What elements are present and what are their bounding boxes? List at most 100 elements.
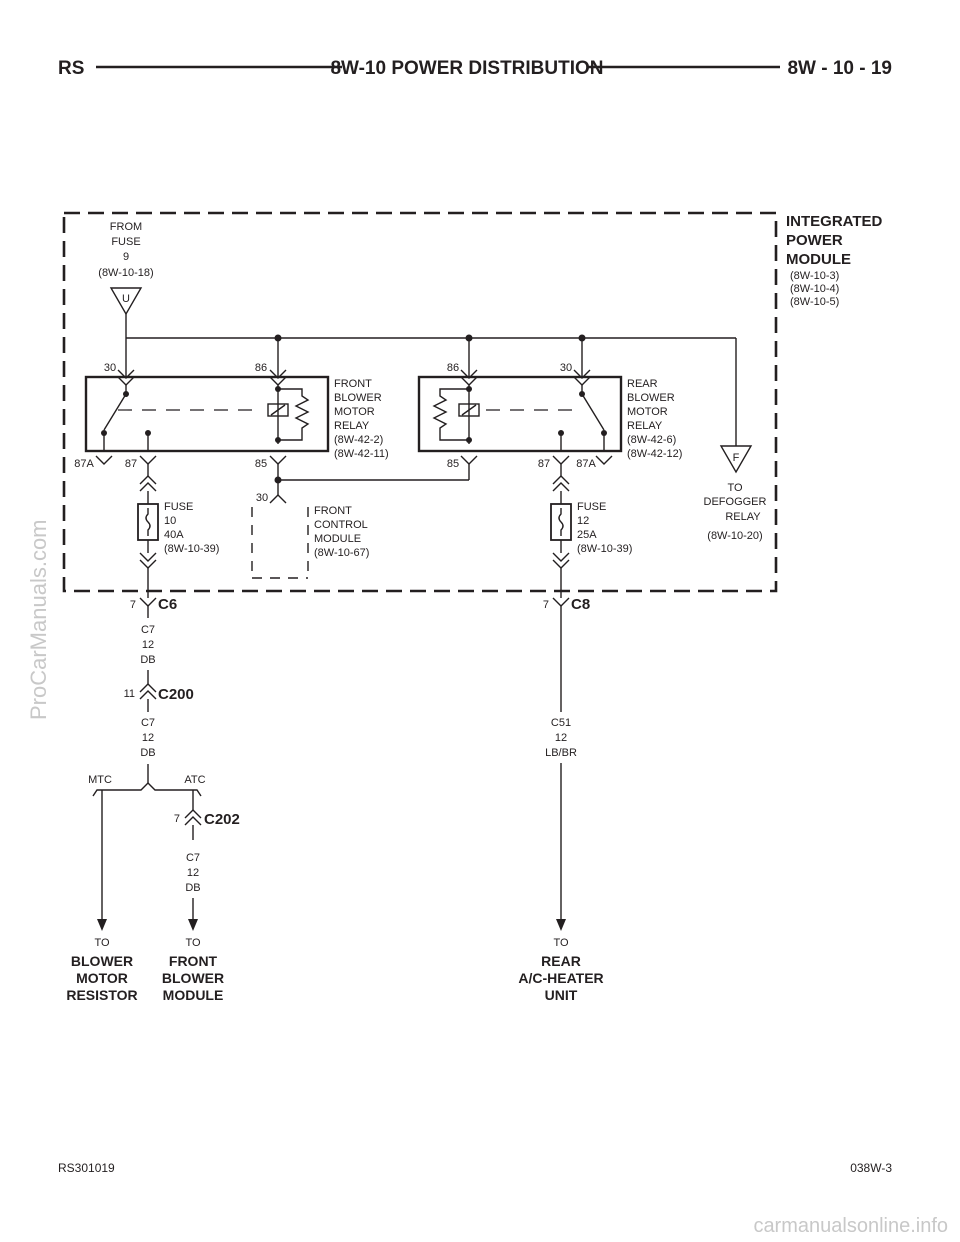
c200-connector: C200 xyxy=(158,686,194,703)
wire-atc-1: C7 xyxy=(186,852,200,864)
dest-blower-resistor-2: MOTOR xyxy=(76,970,128,986)
c200-pin: 11 xyxy=(124,688,135,700)
dest-rear-hvac-to: TO xyxy=(553,937,569,949)
c6-connector: C6 xyxy=(158,596,177,613)
side-watermark: ProCarManuals.com xyxy=(26,519,51,720)
wire-right-3: LB/BR xyxy=(545,747,577,759)
wire-left-upper-2: 12 xyxy=(142,639,154,651)
c6-terminal xyxy=(139,597,157,607)
ipm-title-1: INTEGRATED xyxy=(786,213,883,230)
fuse10-top-terminal xyxy=(139,475,157,492)
rear-relay-box xyxy=(417,375,623,453)
front-relay-internals xyxy=(101,369,310,452)
defogger-ref: (8W-10-20) xyxy=(707,530,762,542)
rear-relay-pin-85: 85 xyxy=(447,458,459,470)
c8-pin: 7 xyxy=(543,599,549,611)
c6-pin: 7 xyxy=(130,599,136,611)
page-number: 8W - 10 - 19 xyxy=(787,58,892,79)
rear-relay-internals xyxy=(432,369,607,452)
fcm-pin-terminal xyxy=(269,494,287,504)
rear-relay-label: REAR BLOWER MOTOR RELAY (8W-42-6) (8W-42… xyxy=(627,378,682,460)
ipm-boundary xyxy=(62,211,778,593)
c202-pin: 7 xyxy=(174,813,180,825)
right-arrow xyxy=(556,919,566,931)
front-relay-line-6: (8W-42-11) xyxy=(334,448,389,460)
split-mtc: MTC xyxy=(88,774,112,786)
defogger-line-1: TO xyxy=(727,482,743,494)
front-relay-label: FRONT BLOWER MOTOR RELAY (8W-42-2) (8W-4… xyxy=(334,378,389,460)
from-fuse-label: FROM FUSE 9 (8W-10-18) xyxy=(98,221,153,279)
fcm-line-1: FRONT xyxy=(314,505,352,517)
wire-left-upper-1: C7 xyxy=(141,624,155,636)
defogger-label: TO DEFOGGER RELAY (8W-10-20) xyxy=(704,482,767,542)
c202-terminal xyxy=(184,809,202,826)
fcm-label: FRONT CONTROL MODULE (8W-10-67) xyxy=(314,505,369,559)
dest-rear-hvac-3: UNIT xyxy=(545,987,578,1003)
front-relay-line-4: RELAY xyxy=(334,420,370,432)
front-relay-pin-30: 30 xyxy=(104,362,116,374)
rear-relay-line-2: BLOWER xyxy=(627,392,675,404)
rear-relay-pin-86: 86 xyxy=(447,362,459,374)
wire-label-right: C51 12 LB/BR xyxy=(545,717,577,759)
front-relay-line-2: BLOWER xyxy=(334,392,382,404)
dest-blower-resistor-1: BLOWER xyxy=(71,953,133,969)
dest-front-blower-3: MODULE xyxy=(163,987,224,1003)
dest-front-blower-to: TO xyxy=(185,937,201,949)
front-relay-pin-85: 85 xyxy=(255,458,267,470)
fuse10-ref: (8W-10-39) xyxy=(164,543,219,555)
fuse10-element xyxy=(145,508,151,536)
front-relay-pin-87: 87 xyxy=(125,458,137,470)
fuse9-connector-letter: U xyxy=(122,293,130,305)
c202-connector: C202 xyxy=(204,811,240,828)
fuse12-line-1: FUSE xyxy=(577,501,606,513)
rear-relay-line-6: (8W-42-12) xyxy=(627,448,682,460)
ipm-label: INTEGRATED POWER MODULE (8W-10-3) (8W-10… xyxy=(786,213,883,308)
bottom-watermark: carmanualsonline.info xyxy=(753,1215,948,1237)
rear-relay-line-1: REAR xyxy=(627,378,658,390)
dest-blower-resistor-3: RESISTOR xyxy=(66,987,137,1003)
fuse10-line-3: 40A xyxy=(164,529,184,541)
from-fuse-line-3: 9 xyxy=(123,251,129,263)
dest-rear-hvac: TO REAR A/C-HEATER UNIT xyxy=(518,937,603,1003)
wire-left-upper-3: DB xyxy=(140,654,155,666)
footer-code: 038W-3 xyxy=(850,1161,892,1175)
front-relay-line-3: MOTOR xyxy=(334,406,375,418)
defogger-line-3: RELAY xyxy=(725,511,761,523)
wire-left-lower-3: DB xyxy=(140,747,155,759)
fuse12-ref: (8W-10-39) xyxy=(577,543,632,555)
fuse12-line-2: 12 xyxy=(577,515,589,527)
fuse10-bottom-terminal xyxy=(139,552,157,569)
ipm-ref-3: (8W-10-5) xyxy=(790,296,839,308)
fuse10-line-2: 10 xyxy=(164,515,176,527)
front-relay-box xyxy=(84,375,330,453)
wire-left-lower-1: C7 xyxy=(141,717,155,729)
ipm-ref-1: (8W-10-3) xyxy=(790,270,839,282)
fuse12-bottom-terminal xyxy=(552,552,570,569)
wire-label-atc: C7 12 DB xyxy=(185,852,200,894)
rear-relay-pin-87: 87 xyxy=(538,458,550,470)
wire-label-left-upper: C7 12 DB xyxy=(140,624,155,666)
fuse12-element xyxy=(558,508,564,536)
rear-relay-line-5: (8W-42-6) xyxy=(627,434,676,446)
rear-relay-line-4: RELAY xyxy=(627,420,663,432)
c200-terminal xyxy=(139,683,157,700)
rear-relay-line-3: MOTOR xyxy=(627,406,668,418)
dest-blower-resistor-to: TO xyxy=(94,937,110,949)
dest-front-blower-2: BLOWER xyxy=(162,970,224,986)
from-fuse-line-1: FROM xyxy=(110,221,142,233)
wire-label-left-lower: C7 12 DB xyxy=(140,717,155,759)
dest-rear-hvac-1: REAR xyxy=(541,953,581,969)
page-title: 8W-10 POWER DISTRIBUTION xyxy=(330,58,603,79)
wire-left-lower-2: 12 xyxy=(142,732,154,744)
fuse10-label: FUSE 10 40A (8W-10-39) xyxy=(164,501,219,555)
defogger-connector-triangle xyxy=(719,445,753,474)
front-relay-line-5: (8W-42-2) xyxy=(334,434,383,446)
rear-relay-pin-87a: 87A xyxy=(576,458,596,470)
dest-rear-hvac-2: A/C-HEATER xyxy=(518,970,603,986)
wire-atc-3: DB xyxy=(185,882,200,894)
fcm-line-3: MODULE xyxy=(314,533,361,545)
mtc-atc-split xyxy=(92,782,202,797)
front-relay-pin-87a: 87A xyxy=(74,458,94,470)
dest-blower-resistor: TO BLOWER MOTOR RESISTOR xyxy=(66,937,137,1003)
from-fuse-line-2: FUSE xyxy=(111,236,140,248)
